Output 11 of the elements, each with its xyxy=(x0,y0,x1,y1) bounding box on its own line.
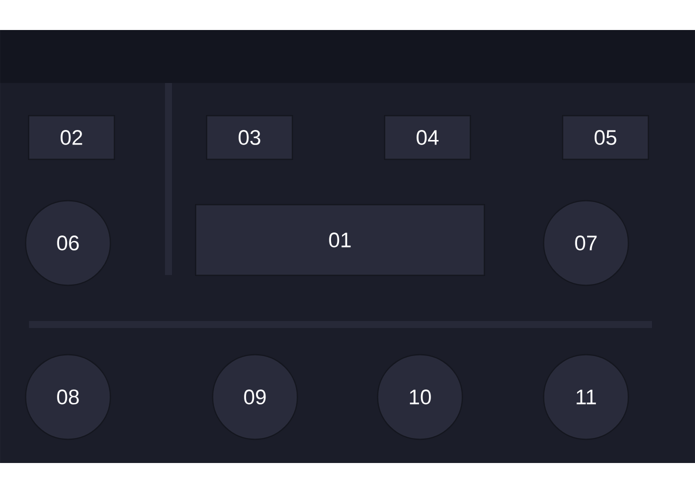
table-round: 11 xyxy=(543,354,629,440)
table-rectangle: 02 xyxy=(28,115,115,160)
table-round: 07 xyxy=(543,200,629,286)
table-round: 09 xyxy=(212,354,298,440)
table-round: 10 xyxy=(377,354,463,440)
table-rectangle: 01 xyxy=(195,204,485,276)
table-rectangle: 03 xyxy=(206,115,294,160)
table-round: 06 xyxy=(25,200,111,286)
table-rectangle: 04 xyxy=(384,115,471,160)
table-round: 08 xyxy=(25,354,111,440)
table-rectangle: 05 xyxy=(562,115,649,160)
